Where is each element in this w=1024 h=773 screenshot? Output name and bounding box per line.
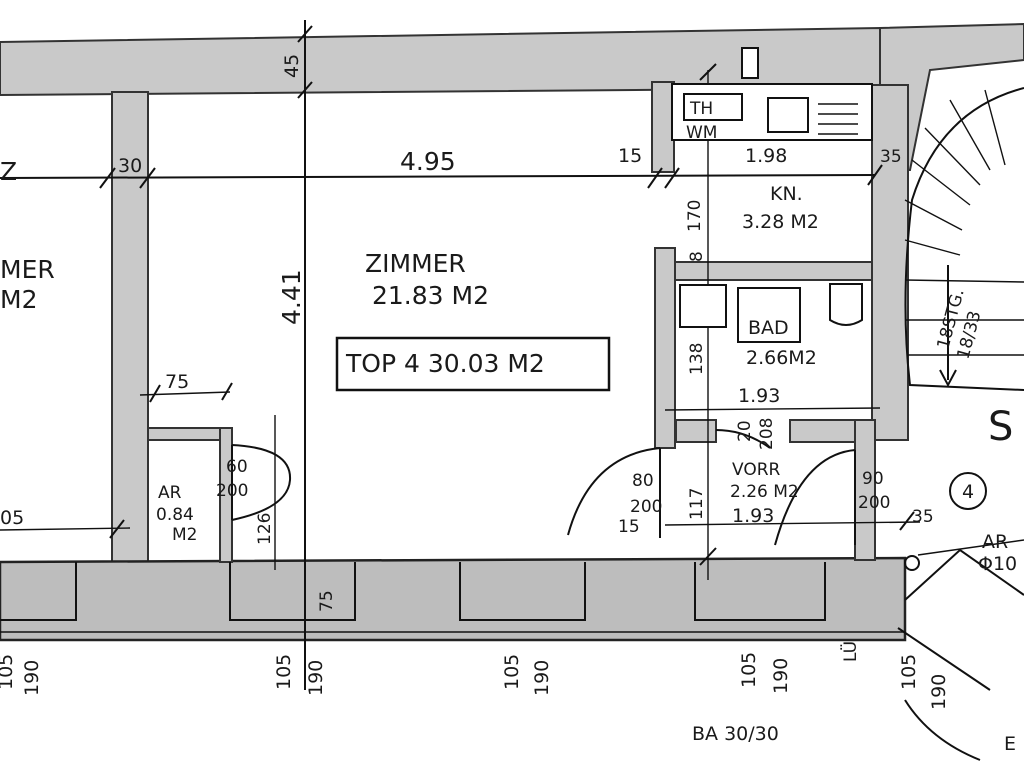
label-ar-right: AR <box>982 531 1008 553</box>
partition-wall-left <box>111 91 149 563</box>
dim-15a: 15 <box>618 145 642 167</box>
dim-20: 20 <box>735 420 755 442</box>
top-label-box <box>335 336 611 392</box>
door-bath <box>715 429 771 449</box>
window-3 <box>459 562 586 621</box>
kitchen-wall-left <box>651 81 675 173</box>
rail-line <box>917 539 1024 556</box>
shower <box>679 284 727 328</box>
stair-outer <box>904 87 1024 391</box>
rail-post <box>904 555 920 571</box>
th-box <box>683 93 743 121</box>
door-vorr-right <box>774 449 856 546</box>
label-zimmer-name: ZIMMER <box>365 249 466 278</box>
dim-45: 45 <box>281 54 303 78</box>
stair-treads <box>904 89 1024 356</box>
dim-line-bottom <box>0 527 131 531</box>
sink-lines <box>818 103 858 135</box>
dim-105b: 105 <box>273 654 295 690</box>
dim-190c: 190 <box>531 660 553 696</box>
label-e: E <box>1004 733 1016 755</box>
dim-line-193 <box>664 407 881 411</box>
door-ar <box>231 444 292 521</box>
window-2 <box>229 562 356 621</box>
dim-208: 208 <box>757 418 777 450</box>
dim-198: 1.98 <box>745 145 787 167</box>
dim-126: 126 <box>255 513 275 545</box>
dim-200b: 200 <box>630 497 662 517</box>
door-vorr-left <box>567 447 661 538</box>
dim-190a: 190 <box>21 660 43 696</box>
dim-190d: 190 <box>770 658 792 694</box>
label-zimmer-area: 21.83 M2 <box>372 281 489 310</box>
label-zimmer-left-dim: Z <box>0 157 17 186</box>
dim-75a: 75 <box>165 371 189 393</box>
label-zimmer-left-area: M2 <box>0 285 37 314</box>
dim-line-top <box>0 174 876 179</box>
dim-105e: 105 <box>898 654 920 690</box>
label-kn-name: KN. <box>770 183 803 205</box>
dim-35b: 35 <box>912 507 934 527</box>
bathtub <box>737 287 801 343</box>
dim-190b: 190 <box>305 660 327 696</box>
dim-105a: 105 <box>0 654 17 690</box>
label-th: TH <box>689 99 713 119</box>
dim-193a: 1.93 <box>738 385 780 407</box>
label-vorr-name: VORR <box>732 460 781 480</box>
dim-105c: 105 <box>501 654 523 690</box>
ar-wall-top <box>147 427 227 441</box>
label-wm: WM <box>686 123 717 143</box>
dim-90: 90 <box>862 469 884 489</box>
label-ar-unit: M2 <box>172 525 197 545</box>
dim-190e: 190 <box>928 674 950 710</box>
stair-lower <box>897 548 1024 761</box>
dim-35a: 35 <box>880 147 902 167</box>
dim-117: 117 <box>687 488 707 520</box>
label-top: TOP 4 30.03 M2 <box>345 349 545 378</box>
label-ba: BA 30/30 <box>692 723 779 745</box>
dim-ticks <box>99 25 915 566</box>
dim-30: 30 <box>118 155 142 177</box>
stair-arrow <box>939 265 957 388</box>
dim-200c: 200 <box>858 493 890 513</box>
dim-138: 138 <box>687 343 707 375</box>
window-1 <box>0 562 77 621</box>
label-bad-area: 2.66M2 <box>746 347 817 369</box>
label-bad-name: BAD <box>748 317 789 339</box>
label-ar-name: AR <box>158 483 182 503</box>
dim-80: 80 <box>632 471 654 491</box>
bath-wall-bottom <box>675 419 717 443</box>
stove <box>767 97 809 133</box>
dim-105d: 105 <box>738 652 760 688</box>
stair-circle-marker <box>949 472 987 510</box>
label-kn-area: 3.28 M2 <box>742 211 819 233</box>
bath-wall-left <box>654 247 676 449</box>
dim-441: 4.41 <box>277 269 306 325</box>
label-zimmer-left-name: MER <box>0 255 55 284</box>
bottom-wall <box>0 556 907 642</box>
dim-15b: 15 <box>618 517 640 537</box>
dim-75b: 75 <box>317 590 337 612</box>
dim-lu: LÜ <box>839 641 861 662</box>
label-vorr-area: 2.26 M2 <box>730 482 799 502</box>
bath-wall-top <box>671 261 873 281</box>
dim-60: 60 <box>226 457 248 477</box>
window-4 <box>694 562 826 621</box>
label-ar-area: 0.84 <box>156 505 194 525</box>
dim-170: 170 <box>685 200 705 232</box>
toilet <box>829 283 863 326</box>
stair-circle-num: 4 <box>962 481 974 503</box>
dim-8: 8 <box>687 251 707 262</box>
right-wall <box>871 84 909 441</box>
flue <box>741 47 759 79</box>
vorr-wall-right <box>854 419 876 561</box>
dim-495: 4.95 <box>400 147 456 176</box>
dim-05: 05 <box>0 507 24 529</box>
dim-200a: 200 <box>216 481 248 501</box>
label-ar-right-val: Φ10 <box>978 553 1017 575</box>
dim-line-193b <box>664 521 921 526</box>
dim-193b: 1.93 <box>732 505 774 527</box>
stair-label: S <box>988 404 1013 450</box>
